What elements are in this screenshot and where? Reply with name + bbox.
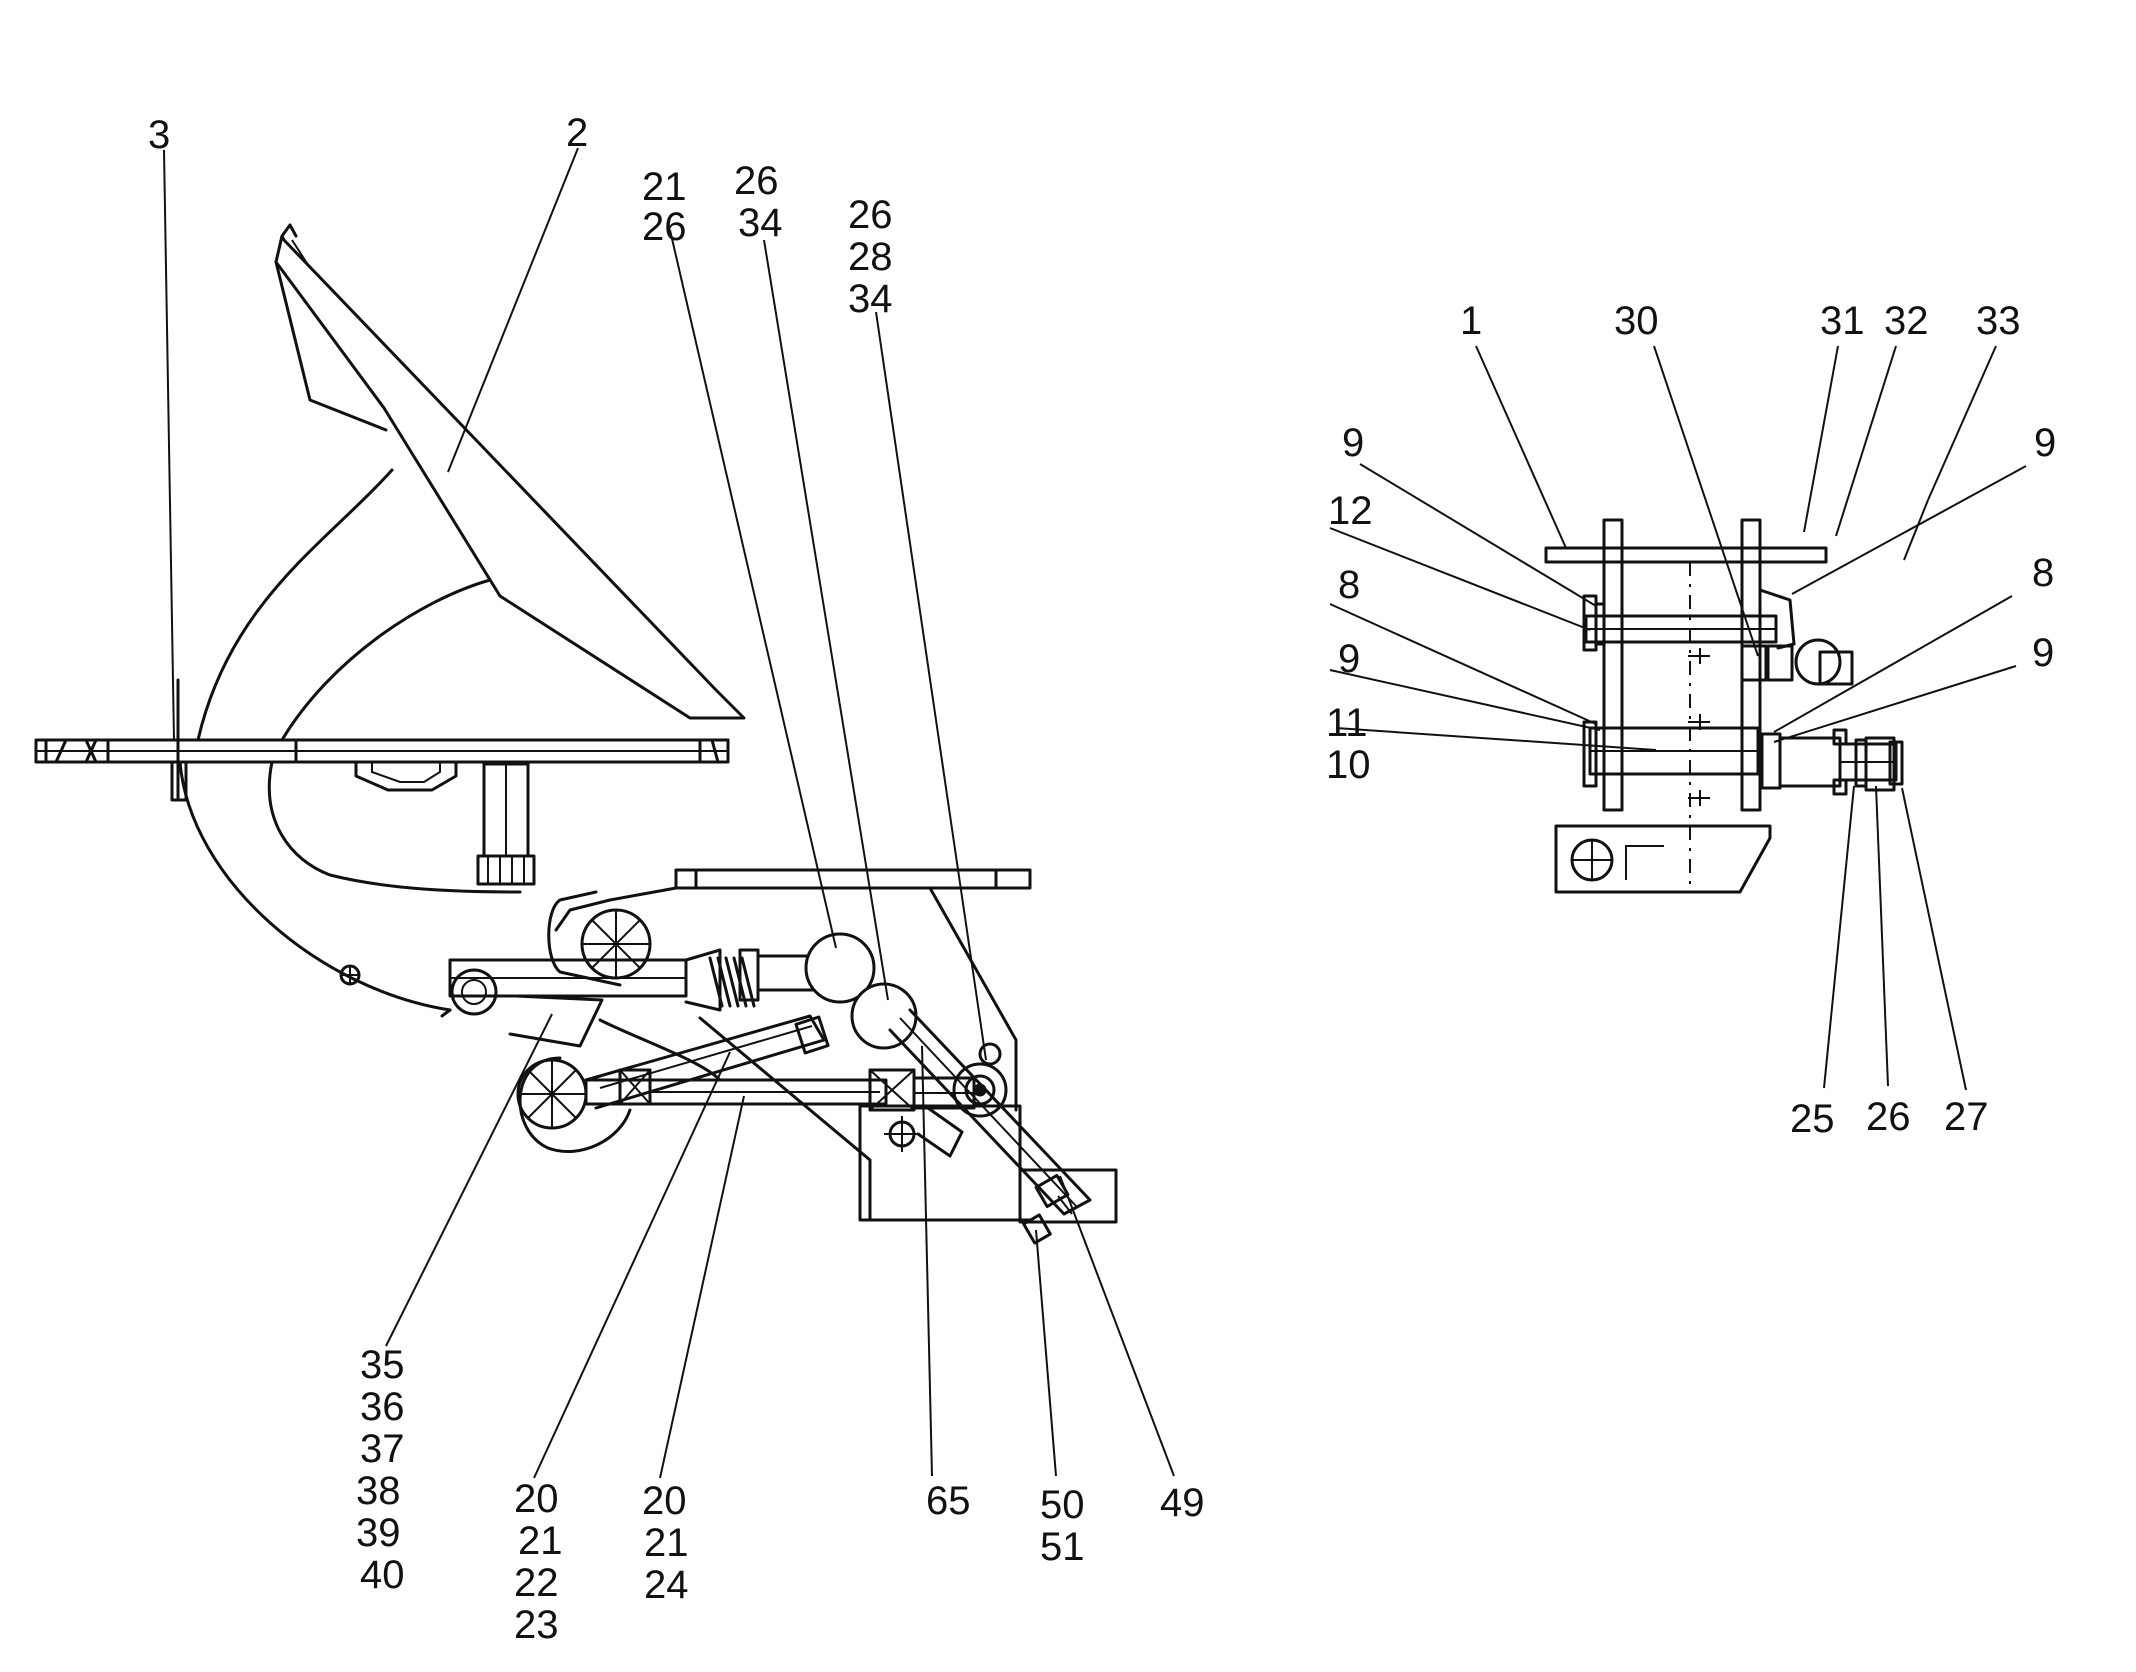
callout-20: 20 (514, 1477, 559, 1521)
callout-8: 8 (2032, 551, 2054, 595)
lower-bracket (598, 1016, 1118, 1224)
callout-21: 21 (518, 1519, 563, 1563)
callout-10: 10 (1326, 743, 1371, 787)
bracket-end-view (1329, 345, 2027, 1091)
callout-39: 39 (356, 1511, 401, 1555)
callout-8: 8 (1338, 563, 1360, 607)
lower-rods (584, 1014, 976, 1112)
callout-30: 30 (1614, 299, 1659, 343)
callout-11: 11 (1326, 701, 1368, 745)
upper-pivot (547, 890, 652, 987)
callout-31: 31 (1820, 299, 1865, 343)
left-callouts: 3 2 21 26 26 34 26 28 34 35 36 37 38 39 … (148, 111, 1205, 1647)
callout-24: 24 (644, 1563, 689, 1607)
callout-32: 32 (1884, 299, 1929, 343)
callout-34: 34 (738, 201, 783, 245)
callout-3: 3 (148, 113, 170, 157)
callout-9: 9 (1338, 637, 1360, 681)
callout-2: 2 (566, 111, 588, 155)
callout-28: 28 (848, 235, 893, 279)
pedal-assembly-side-view (34, 147, 1175, 1479)
callout-27: 27 (1944, 1095, 1989, 1139)
callout-51: 51 (1040, 1525, 1085, 1569)
callout-26: 26 (848, 193, 893, 237)
callout-37: 37 (360, 1427, 405, 1471)
callout-25: 25 (1790, 1097, 1835, 1141)
callout-49: 49 (1160, 1481, 1205, 1525)
output-lever (888, 1008, 1092, 1245)
callout-9: 9 (2034, 421, 2056, 465)
callout-26: 26 (734, 159, 779, 203)
callout-21: 21 (642, 165, 687, 209)
top-plate (1544, 546, 1828, 564)
ball-joints (804, 932, 918, 1050)
callout-36: 36 (360, 1385, 405, 1429)
callout-20: 20 (642, 1479, 687, 1523)
upper-bracket (554, 868, 1032, 1112)
callout-40: 40 (360, 1553, 405, 1597)
upper-shaft (1582, 588, 1854, 686)
pedal-pad (274, 223, 746, 720)
pedal-post (354, 760, 536, 886)
callout-1: 1 (1460, 299, 1482, 343)
callout-22: 22 (514, 1561, 559, 1605)
callout-9: 9 (2032, 631, 2054, 675)
callout-50: 50 (1040, 1483, 1085, 1527)
spring-rod (440, 948, 820, 1048)
callout-35: 35 (360, 1343, 405, 1387)
floor-plate (34, 738, 730, 764)
side-plates (1602, 518, 1762, 890)
callout-26: 26 (1866, 1095, 1911, 1139)
left-leader-lines (163, 147, 1175, 1479)
right-callouts: 1 30 31 32 33 9 12 8 9 11 10 9 8 9 25 26… (1326, 299, 2056, 1141)
callout-21: 21 (644, 1521, 689, 1565)
callout-12: 12 (1328, 489, 1373, 533)
callout-23: 23 (514, 1603, 559, 1647)
callout-26: 26 (642, 205, 687, 249)
callout-33: 33 (1976, 299, 2021, 343)
callout-34: 34 (848, 277, 893, 321)
mounting-foot (1554, 824, 1772, 894)
right-leader-lines (1329, 345, 2027, 1091)
callout-38: 38 (356, 1469, 401, 1513)
callout-65: 65 (926, 1479, 971, 1523)
callout-9: 9 (1342, 421, 1364, 465)
pedal-arm (170, 468, 522, 1012)
